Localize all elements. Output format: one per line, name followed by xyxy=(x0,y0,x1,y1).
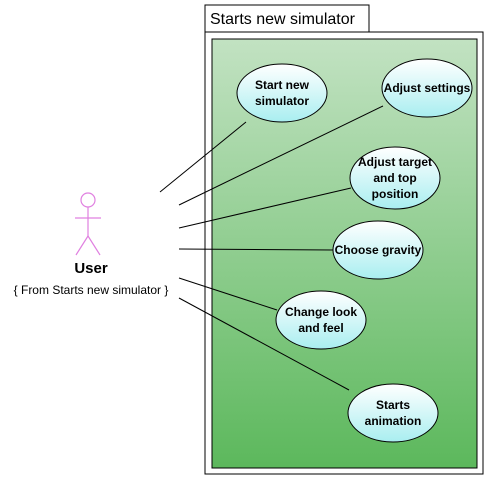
use-case-start-new-simulator[interactable]: Start new simulator xyxy=(236,63,328,123)
use-case-ellipse xyxy=(347,383,439,443)
association-line-starts-animation xyxy=(178,297,350,391)
use-case-label: Start new xyxy=(255,78,310,92)
association-line-choose-gravity xyxy=(178,248,334,251)
use-case-change-look-and-feel[interactable]: Change look and feel xyxy=(275,290,367,350)
use-case-ellipse xyxy=(236,63,328,123)
association-line-start-new-simulator xyxy=(159,121,247,193)
use-case-ellipse xyxy=(332,220,424,280)
use-case-label: and feel xyxy=(298,321,343,335)
use-case-label: Starts xyxy=(376,398,410,412)
use-case-starts-animation[interactable]: Starts animation xyxy=(347,383,439,443)
actor-note: { From Starts new simulator } xyxy=(14,283,169,297)
actor-user[interactable]: User { From Starts new simulator } xyxy=(14,192,169,297)
stick-figure-icon xyxy=(75,192,101,256)
use-case-ellipse xyxy=(381,58,473,118)
use-case-label: Change look xyxy=(285,305,357,319)
use-case-label: simulator xyxy=(255,94,309,108)
system-title: Starts new simulator xyxy=(210,11,356,28)
association-line-adjust-target-and-top-position xyxy=(178,187,352,229)
use-case-adjust-target-and-top-position[interactable]: Adjust target and top position xyxy=(349,146,441,210)
use-case-adjust-settings[interactable]: Adjust settings xyxy=(381,58,473,118)
use-case-label: animation xyxy=(365,414,422,428)
use-case-label: Adjust target xyxy=(358,155,432,169)
use-case-label: and top xyxy=(373,171,416,185)
use-case-ellipse xyxy=(349,146,441,210)
association-line-adjust-settings xyxy=(178,105,384,206)
use-case-label: Adjust settings xyxy=(384,81,471,95)
use-case-label: Choose gravity xyxy=(335,243,422,257)
association-line-change-look-and-feel xyxy=(178,277,278,311)
use-case-choose-gravity[interactable]: Choose gravity xyxy=(332,220,424,280)
use-cases: Start new simulator Adjust settingsAdjust … xyxy=(236,58,473,443)
association-lines xyxy=(159,105,384,391)
actor-name: User xyxy=(74,260,108,277)
use-case-label: position xyxy=(372,187,419,201)
system-title-tab: Starts new simulator xyxy=(204,4,370,33)
use-case-ellipse xyxy=(275,290,367,350)
